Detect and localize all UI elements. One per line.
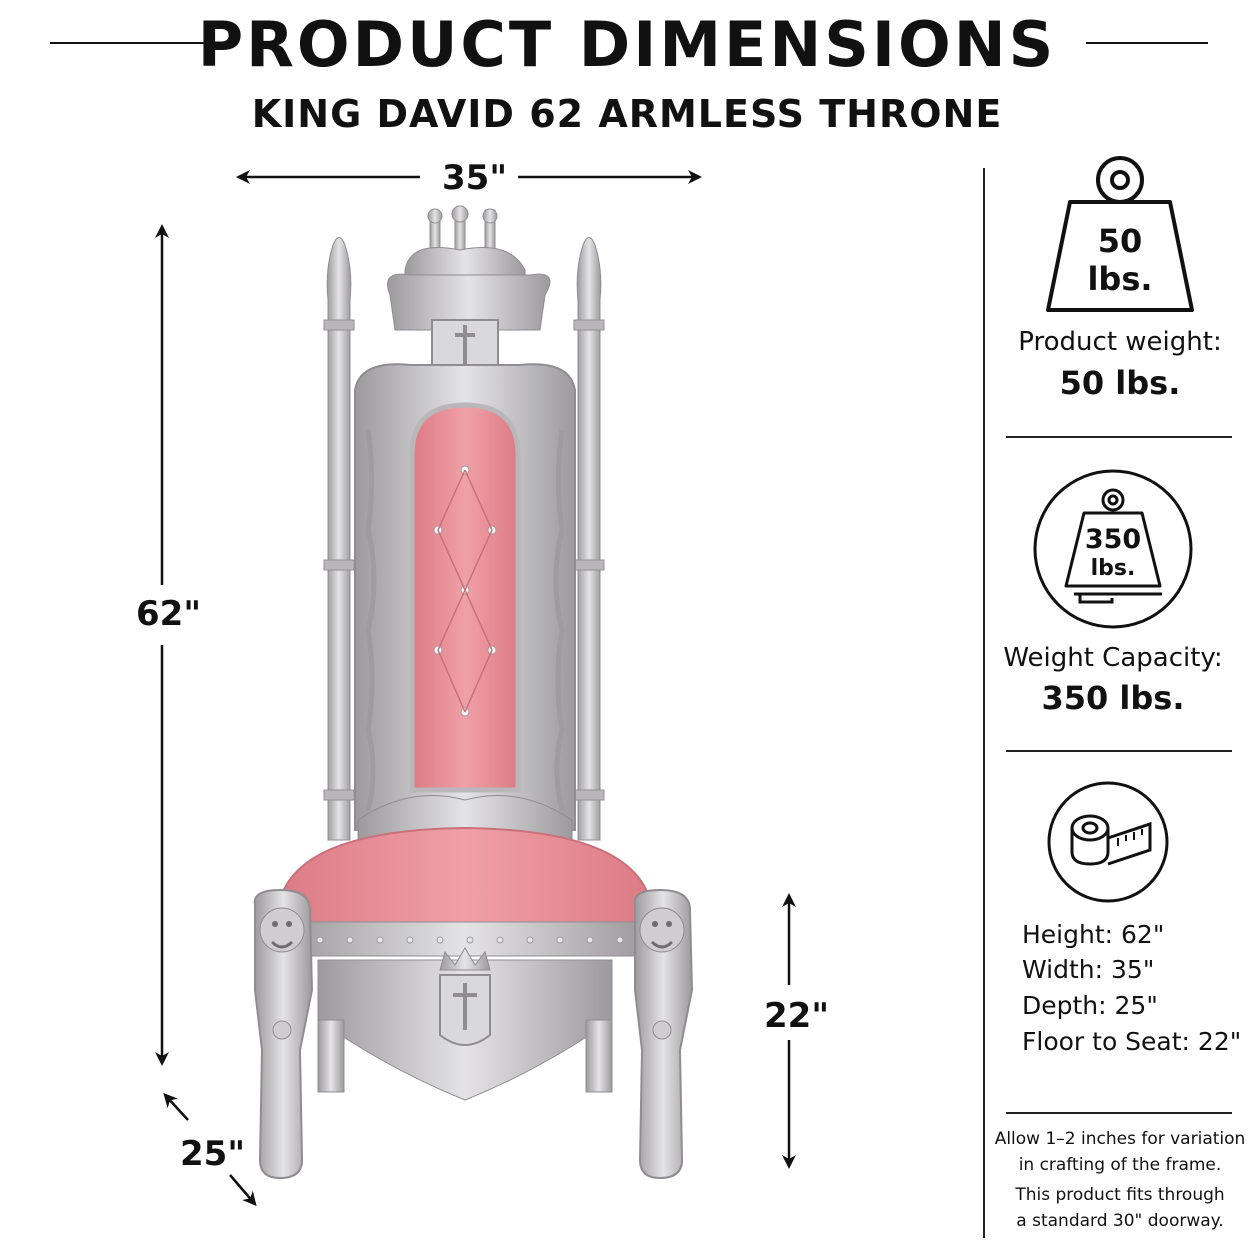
panel-rule-1	[1006, 436, 1232, 438]
title-rule-left	[50, 42, 216, 44]
panel-rule-2	[1006, 750, 1232, 752]
note-doorway-line2: a standard 30" doorway.	[1016, 1211, 1224, 1231]
tufting-buttons	[433, 465, 497, 717]
throne-image	[253, 205, 694, 1180]
right-lion-leg	[633, 888, 694, 1180]
capacity-value: 350 lbs.	[1041, 679, 1185, 717]
depth-label: 25"	[180, 1134, 246, 1174]
note-variation-line2: in crafting of the frame.	[1018, 1155, 1222, 1175]
measuring-tape-icon	[1047, 781, 1169, 903]
panel-divider	[983, 168, 985, 1238]
seat-cushion	[278, 826, 652, 929]
capacity-icon-number: 350	[1084, 524, 1142, 555]
seat-height-label: 22"	[764, 996, 830, 1036]
crown-crest	[387, 205, 551, 381]
note-doorway-line1: This product fits through	[1015, 1185, 1225, 1205]
weight-label: Product weight:	[1018, 327, 1222, 357]
right-post	[573, 237, 605, 841]
title-rule-right	[1086, 42, 1208, 44]
spec-height: Height: 62"	[1022, 920, 1165, 949]
width-label: 35"	[442, 158, 508, 198]
depth-arrow-bottom	[229, 1174, 257, 1207]
weight-icon-unit: lbs.	[1087, 260, 1153, 298]
height-label: 62"	[136, 594, 202, 634]
depth-arrow-top	[163, 1093, 189, 1121]
weight-value: 50 lbs.	[1059, 364, 1181, 402]
back-cushion	[409, 402, 521, 793]
left-lion-leg	[253, 888, 314, 1180]
capacity-label: Weight Capacity:	[1003, 643, 1223, 673]
weight-icon	[1046, 156, 1194, 312]
spec-floor-to-seat: Floor to Seat: 22"	[1022, 1027, 1242, 1056]
capacity-icon-unit: lbs.	[1090, 556, 1136, 581]
product-name: KING DAVID 62 ARMLESS THRONE	[251, 92, 1003, 136]
weight-icon-number: 50	[1097, 222, 1143, 260]
dimension-arrows	[155, 170, 796, 1207]
spec-depth: Depth: 25"	[1022, 991, 1158, 1020]
spec-width: Width: 35"	[1022, 955, 1155, 984]
page-title: PRODUCT DIMENSIONS	[197, 8, 1057, 81]
left-post	[323, 237, 355, 841]
capacity-icon	[1033, 469, 1193, 629]
panel-rule-3	[1006, 1112, 1232, 1114]
note-variation-line1: Allow 1–2 inches for variation	[994, 1129, 1246, 1149]
